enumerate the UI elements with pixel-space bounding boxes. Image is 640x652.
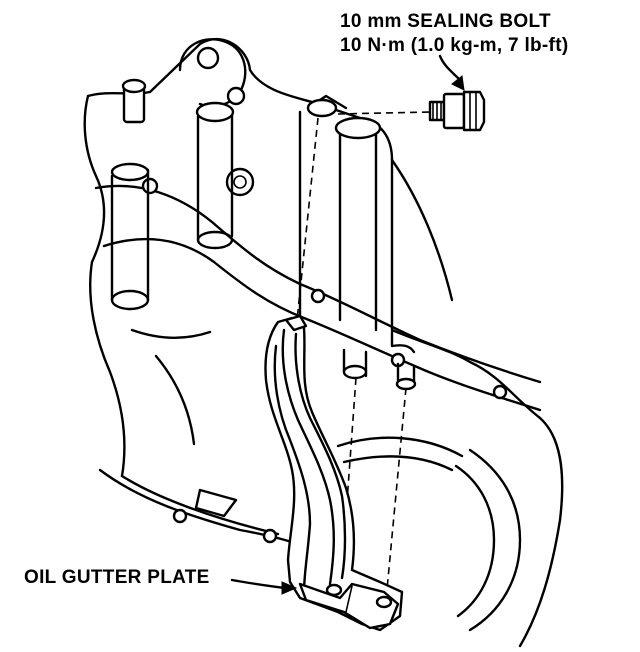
sealing-bolt-name: 10 mm SEALING BOLT — [340, 11, 551, 32]
sealing-bolt-icon — [428, 90, 486, 132]
sealing-bolt-torque: 10 N·m (1.0 kg-m, 7 lb-ft) — [340, 35, 569, 56]
sealing-bolt-label: 10 mm SEALING BOLT 10 N·m (1.0 kg-m, 7 l… — [340, 10, 568, 58]
oil-gutter-plate-label: OIL GUTTER PLATE — [24, 567, 210, 588]
oil-gutter-plate — [264, 314, 404, 632]
mounting-studs — [342, 348, 417, 391]
plate-callout-arrow — [230, 578, 298, 595]
bolt-callout-arrow — [438, 54, 465, 91]
